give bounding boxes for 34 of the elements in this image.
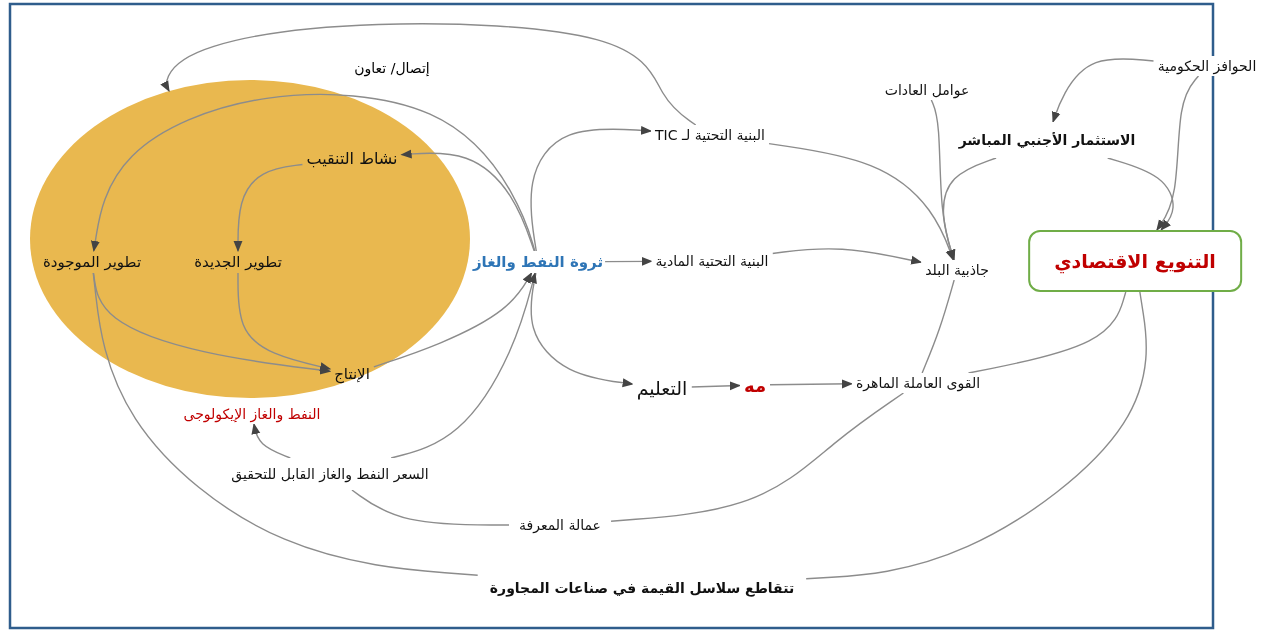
arrow [530,125,653,252]
arrow [90,93,536,253]
arrow [373,272,533,368]
node-label: نشاط التنقيب [302,146,402,170]
connector-line [610,392,905,522]
connector-line [92,272,479,576]
arrow [1156,75,1200,231]
arrow [390,271,537,459]
connector-line [351,489,510,526]
arrow [400,149,535,252]
arrow [1051,58,1155,124]
node-label: البنية التحتية لـ TIC [651,125,769,145]
arrow [251,422,291,459]
arrow [942,157,997,262]
arrow [768,142,955,262]
arrow [769,379,854,389]
connector-line [805,291,1147,580]
node-label: تطوير الجديدة [190,251,286,273]
arrow [237,272,332,372]
arrow [690,381,742,391]
arrow [771,248,923,265]
outcome-box: التنويع الاقتصادي [1028,230,1242,292]
node-label: ثروة النفط والغاز [470,251,606,273]
connector-line [967,291,1127,374]
arrow [604,256,653,266]
edge-label: إتصال/ تعاون [354,60,430,76]
arrow [92,272,332,375]
arrow [530,272,634,388]
arrow [160,23,697,126]
arrow [1107,157,1174,231]
node-label: تطوير الموجودة [38,251,146,273]
node-label: الإنتاج [330,363,374,385]
arrow [233,163,304,253]
connector-line [921,279,955,374]
